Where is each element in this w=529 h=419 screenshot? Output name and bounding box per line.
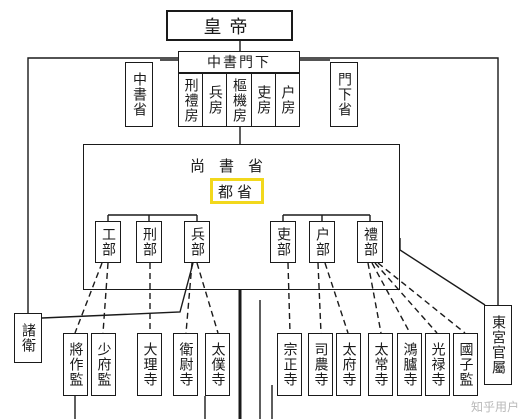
zhongshu-sheng-box: 中書省: [125, 62, 153, 127]
shangshu-sheng-frame: [83, 144, 400, 290]
agency-jiangzuojian-label: 將作監: [67, 342, 84, 387]
menxia-sheng-label: 門下省: [336, 72, 352, 117]
ministry-gongbu-label: 工部: [100, 227, 116, 257]
chamber-bing: 兵房: [203, 74, 228, 126]
shangshu-sheng-label: 尚書省: [190, 157, 278, 175]
agency-guanglusi-label: 光禄寺: [429, 342, 446, 387]
agency-guozijian: 國子監: [453, 333, 478, 396]
watermark: 知乎用户: [470, 400, 519, 414]
agency-hongluSi: 鴻臚寺: [397, 333, 422, 396]
chamber-shuji: 樞機房: [227, 74, 252, 126]
emperor-box: 皇帝: [166, 10, 293, 41]
agency-taichangsi: 太常寺: [368, 333, 393, 396]
agency-guozijian-label: 國子監: [457, 342, 474, 387]
agency-weiweisi-label: 衛尉寺: [177, 342, 194, 387]
east-palace-box: 東宮官屬: [484, 305, 512, 385]
agency-dalisi: 大理寺: [137, 333, 162, 396]
zhongshu-menxia-label: 中書門下: [207, 55, 271, 71]
menxia-sheng-box: 門下省: [330, 62, 358, 127]
ministry-xingbu-label: 刑部: [141, 227, 157, 257]
chamber-li: 吏房: [252, 74, 276, 126]
zhuwei-label: 諸衛: [20, 323, 36, 353]
zhuwei-connector: [41, 262, 194, 319]
dusheng-box: 都省: [210, 178, 264, 204]
agency-shaofujian-label: 少府監: [95, 342, 112, 387]
agency-sinongsi: 司農寺: [308, 333, 333, 396]
ministry-gongbu: 工部: [95, 221, 121, 263]
agency-shaofujian: 少府監: [91, 333, 116, 396]
chamber-hu: 户房: [279, 85, 296, 115]
zhongshu-sheng-label: 中書省: [131, 72, 147, 117]
ministry-bingbu: 兵部: [184, 221, 210, 263]
agency-taifusi: 太府寺: [336, 333, 361, 396]
agency-zongzhengsi: 宗正寺: [277, 333, 302, 396]
five-chambers-row: 刑禮房 兵房 樞機房 吏房 户房: [178, 73, 300, 127]
zhongshu-menxia-box: 中書門下: [178, 51, 300, 73]
agency-dalisi-label: 大理寺: [141, 342, 158, 387]
dusheng-label: 都省: [217, 182, 256, 201]
agency-taipusi: 太僕寺: [205, 333, 230, 396]
agency-jiangzuojian: 將作監: [63, 333, 88, 396]
ministry-hubu-label: 户部: [314, 227, 330, 257]
ministry-libu-label: 吏部: [275, 227, 291, 257]
agency-zongzhengsi-label: 宗正寺: [281, 342, 298, 387]
ministry-xingbu: 刑部: [136, 221, 162, 263]
agency-taifusi-label: 太府寺: [340, 342, 357, 387]
agency-weiweisi: 衛尉寺: [173, 333, 198, 396]
east-palace-label: 東宮官屬: [490, 315, 506, 375]
emperor-label: 皇帝: [203, 16, 256, 38]
ministry-bingbu-label: 兵部: [189, 227, 205, 257]
zhuwei-box: 諸衛: [14, 313, 42, 363]
chamber-xingli: 刑禮房: [179, 74, 204, 126]
ministry-libu-rites: 禮部: [357, 221, 383, 263]
agency-guanglusi: 光禄寺: [425, 333, 450, 396]
ministry-libu: 吏部: [270, 221, 296, 263]
east-palace-connector: [399, 238, 486, 306]
agency-honglusi-label: 鴻臚寺: [401, 342, 418, 387]
agency-taipusi-label: 太僕寺: [209, 342, 226, 387]
ministry-hubu: 户部: [309, 221, 335, 263]
agency-taichangsi-label: 太常寺: [372, 342, 389, 387]
ministry-libu-rites-label: 禮部: [362, 227, 378, 257]
agency-sinongsi-label: 司農寺: [312, 342, 329, 387]
